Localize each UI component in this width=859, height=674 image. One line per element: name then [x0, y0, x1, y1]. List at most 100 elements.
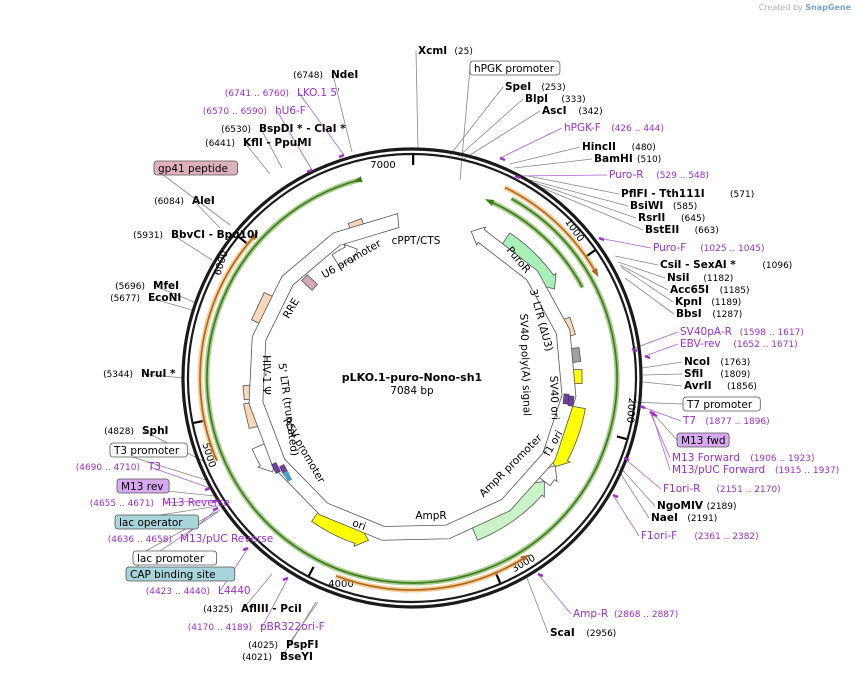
m13-reverse-leader	[163, 499, 219, 504]
nrui-leader	[142, 373, 185, 379]
m13-forward-label: M13 Forward	[672, 452, 740, 464]
sphi-label: SphI	[142, 425, 168, 437]
rsrii-label: RsrII	[638, 212, 665, 224]
rsrii-leader	[534, 182, 637, 219]
puro-orf-green-inner	[490, 200, 584, 288]
f1ori-f-label: F1ori-F	[641, 530, 677, 542]
sv40ori-label: SV40 ori	[547, 376, 561, 421]
econi-label: EcoNI	[148, 292, 181, 304]
afliii-pcii-position: (4325)	[203, 605, 233, 615]
csii-sexai-label: CsiI - SexAI *	[660, 259, 736, 271]
amp-r-position: (2868 .. 2887)	[614, 610, 678, 620]
cppt-label: cPPT/CTS	[392, 235, 441, 247]
site-ticks	[204, 153, 658, 582]
m13-puc-forward-leader	[651, 413, 671, 471]
bamhi-leader	[513, 158, 593, 169]
pflfi-tth111i-leader	[527, 175, 620, 195]
bsiwi-leader	[529, 179, 629, 207]
pspfi-leader	[287, 601, 319, 646]
rre-orf	[199, 235, 256, 462]
ruler-tick-2000	[616, 435, 627, 441]
l4440-label: L4440	[218, 585, 251, 597]
ltr5-label: 5' LTR (truncated)	[276, 362, 301, 457]
sv40pa-r-position: (1598 .. 1617)	[740, 328, 804, 338]
ndei-position: (6748)	[293, 71, 323, 81]
hu6-f-leader	[276, 110, 313, 171]
nsii-position: (1182)	[703, 274, 733, 284]
ndei-label: NdeI	[331, 69, 358, 81]
sv40pa-r-label: SV40pA-R	[680, 326, 732, 338]
afliii-pcii-label: AflIII - PciI	[241, 603, 302, 615]
bsteii-leader	[537, 185, 644, 231]
m13-puc-reverse-site-tick	[212, 506, 219, 512]
csii-sexai-leader	[614, 255, 659, 266]
blpi-position: (333)	[561, 95, 585, 105]
sfii-leader	[642, 373, 683, 376]
alei-leader	[193, 200, 221, 229]
m13-fwd-label-text: M13 fwd	[681, 435, 726, 447]
hpgk-f-leader	[499, 127, 563, 159]
inner-site-mark-3	[567, 395, 575, 407]
hpgk-promoter-leader	[459, 67, 471, 181]
avrii-leader	[642, 381, 683, 387]
t7-promoter-label-text: T7 promoter	[686, 399, 753, 411]
puro-r-position: (529 .. 548)	[656, 171, 709, 181]
bspdi-clai-leader	[260, 128, 283, 169]
alei-position: (6084)	[154, 197, 184, 207]
bsiwi-label: BsiWI	[630, 200, 663, 212]
ncoi-label: NcoI	[684, 356, 710, 368]
lko-1-5-site-tick	[338, 153, 345, 159]
sv40polya-label: SV40 poly(A) signal	[517, 313, 533, 416]
m13-rev-label-text: M13 rev	[121, 481, 164, 493]
ruler-tick-4000	[307, 566, 315, 577]
m13-reverse-site-tick	[212, 498, 219, 504]
ebv-rev-position: (1652 .. 1671)	[733, 340, 797, 350]
ampr-orf-arrowhead	[520, 554, 530, 562]
mfei-leader	[154, 285, 195, 303]
cap-binding-site-label-text: CAP binding site	[130, 569, 216, 581]
m13-reverse-position: (4655 .. 4671)	[90, 499, 154, 509]
hu6-f-site-tick	[306, 168, 313, 174]
bbvci-bpu10i-label: BbvCI - Bpu10I	[171, 229, 258, 241]
ruler-tick-1000	[586, 249, 596, 257]
kpni-position: (1189)	[711, 298, 741, 308]
l4440-position: (4423 .. 4440)	[146, 587, 210, 597]
lko-1-5-position: (6741 .. 6760)	[225, 89, 289, 99]
avrii-position: (1856)	[727, 382, 757, 392]
orf-arcs	[197, 176, 620, 593]
watermark-prefix: Created by	[758, 3, 803, 12]
m13-puc-forward-site-tick	[651, 412, 658, 418]
m13-fwd-feature-label: M13 fwd	[676, 432, 730, 448]
puro-orf-green-outer	[206, 179, 618, 584]
naei-label: NaeI	[651, 512, 678, 524]
hpgk-f-site-tick	[499, 156, 506, 162]
m13-rev-feature-label: M13 rev	[116, 478, 170, 494]
ngomiv-leader	[617, 464, 656, 507]
l4440-site-tick	[242, 546, 249, 552]
t3-leader	[149, 466, 211, 489]
amp-r-leader	[537, 573, 572, 615]
t3-site-tick	[204, 486, 211, 492]
puro-orf-green-inner-arrowhead	[485, 199, 495, 206]
sv40pa-r-site-tick	[631, 347, 638, 353]
acc65i-label: Acc65I	[670, 284, 709, 296]
hpgk-promoter-label-text: hPGK promoter	[474, 63, 555, 75]
acc65i-leader	[619, 264, 669, 291]
f1ori-f-leader	[612, 494, 640, 537]
ruler-label-2000: 2000	[624, 397, 637, 423]
lac-operator-feature-label: lac operator	[114, 514, 199, 530]
hincii-position: (480)	[632, 143, 656, 153]
asci-label: AscI	[542, 105, 567, 117]
blpi-label: BlpI	[525, 93, 548, 105]
gp41-peptide-feature-label: gp41 peptide	[153, 160, 238, 176]
asci-leader	[461, 110, 541, 161]
ruler-label-4000: 4000	[328, 579, 353, 590]
nrui-label: NruI *	[141, 368, 176, 380]
sfii-position: (1809)	[720, 370, 750, 380]
puro-r-label: Puro-R	[609, 169, 644, 181]
m13-puc-forward-label: M13/pUC Forward	[672, 464, 765, 476]
bbsi-leader	[624, 277, 675, 315]
bbvci-bpu10i-leader	[172, 234, 213, 261]
